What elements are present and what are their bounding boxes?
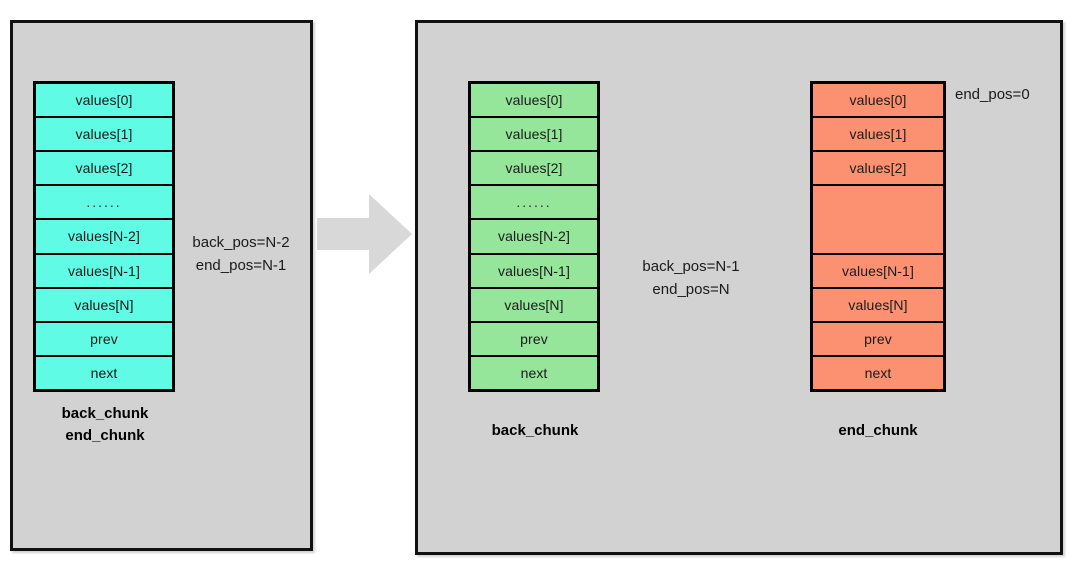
chunk-cell-ellipsis: ...... xyxy=(36,186,172,221)
after-end-pos-text: end_pos=N xyxy=(652,281,730,298)
before-position-note: back_pos=N-2 end_pos=N-1 xyxy=(171,231,311,277)
chunk-back-end-combined: values[0] values[1] values[2] ...... val… xyxy=(33,81,175,392)
chunk-cell: values[1] xyxy=(36,118,172,153)
chunk-cell-next: next xyxy=(471,356,597,389)
chunk-cell-prev: prev xyxy=(36,322,172,357)
chunk-cell: values[2] xyxy=(471,152,597,187)
before-label-end-chunk: end_chunk xyxy=(65,427,145,444)
before-state-panel: values[0] values[1] values[2] ...... val… xyxy=(10,20,313,551)
before-label-back-chunk: back_chunk xyxy=(61,405,149,422)
chunk-cell-prev: prev xyxy=(813,323,943,358)
chunk-cell: values[1] xyxy=(471,118,597,153)
chunk-cell: values[1] xyxy=(813,117,943,152)
after-position-note: back_pos=N-1 end_pos=N xyxy=(611,255,771,301)
chunk-cell: values[N] xyxy=(813,289,943,324)
chunk-cell: values[2] xyxy=(813,151,943,186)
chunk-cell-empty xyxy=(813,185,943,256)
chunk-cell: values[N-2] xyxy=(36,220,172,255)
chunk-cell-ellipsis: ...... xyxy=(471,186,597,221)
chunk-cell: values[N] xyxy=(36,288,172,323)
chunk-cell: values[N-2] xyxy=(471,220,597,255)
chunk-end: values[0] values[1] values[2] values[N-1… xyxy=(810,81,946,392)
before-end-pos-text: end_pos=N-1 xyxy=(195,257,287,274)
before-chunk-label: back_chunk end_chunk xyxy=(25,403,185,447)
chunk-cell-next: next xyxy=(36,356,172,389)
chunk-cell: values[N-1] xyxy=(471,254,597,289)
chunk-back: values[0] values[1] values[2] ...... val… xyxy=(468,81,600,392)
right-arrow-icon xyxy=(317,194,412,274)
before-back-pos-text: back_pos=N-2 xyxy=(192,234,290,251)
after-state-panel: values[0] values[1] values[2] ...... val… xyxy=(415,20,1063,555)
chunk-cell: values[N-1] xyxy=(36,254,172,289)
chunk-cell: values[N] xyxy=(471,288,597,323)
chunk-cell: values[0] xyxy=(471,84,597,119)
chunk-cell: values[2] xyxy=(36,152,172,187)
chunk-cell-next: next xyxy=(813,357,943,390)
chunk-cell-prev: prev xyxy=(471,322,597,357)
after-back-pos-text: back_pos=N-1 xyxy=(642,258,740,275)
after-end-chunk-label: end_chunk xyxy=(838,422,918,439)
after-back-chunk-label: back_chunk xyxy=(491,422,579,439)
end-chunk-position-note: end_pos=0 xyxy=(955,86,1030,103)
chunk-cell: values[0] xyxy=(813,84,943,118)
chunk-cell: values[0] xyxy=(36,84,172,119)
chunk-cell: values[N-1] xyxy=(813,255,943,290)
